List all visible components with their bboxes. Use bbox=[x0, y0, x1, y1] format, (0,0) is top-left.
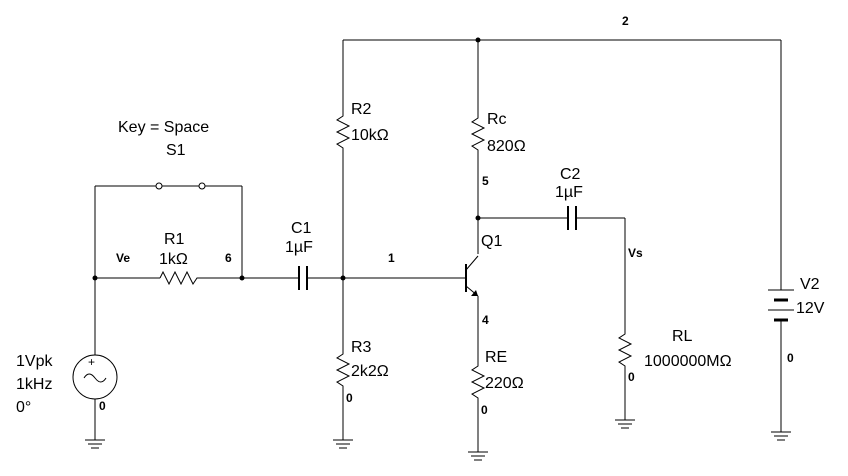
q1-ref-label: Q1 bbox=[481, 233, 502, 250]
capacitor-c1-symbol bbox=[298, 266, 308, 290]
r3-ref-label: R3 bbox=[351, 339, 372, 356]
rl-value-label: 1000000MΩ bbox=[644, 353, 732, 370]
switch-s1 bbox=[94, 182, 243, 278]
battery-v2-symbol bbox=[768, 289, 794, 432]
r1-ref-label: R1 bbox=[164, 231, 185, 248]
ground-symbol bbox=[468, 451, 488, 461]
node-label-0-re: 0 bbox=[481, 403, 488, 417]
node-label-0-source: 0 bbox=[99, 399, 106, 413]
node-label-0-v2: 0 bbox=[787, 351, 794, 365]
source-amplitude-label: 1Vpk bbox=[16, 353, 53, 370]
svg-text:+: + bbox=[88, 355, 95, 369]
node-label-0-r3: 0 bbox=[346, 391, 353, 405]
node-label-0-rl: 0 bbox=[628, 370, 635, 384]
source-frequency-label: 1kHz bbox=[16, 376, 52, 393]
ground-symbol bbox=[771, 431, 791, 441]
re-ref-label: RE bbox=[485, 349, 507, 366]
switch-key-label: Key = Space bbox=[118, 119, 209, 136]
wire-output-line bbox=[478, 217, 626, 332]
switch-ref-label: S1 bbox=[166, 142, 186, 159]
ground-symbol bbox=[615, 419, 635, 429]
ground-symbol bbox=[333, 439, 353, 449]
rc-ref-label: Rc bbox=[487, 111, 507, 128]
rc-value-label: 820Ω bbox=[487, 138, 526, 155]
c1-ref-label: C1 bbox=[291, 220, 312, 237]
re-value-label: 220Ω bbox=[485, 375, 524, 392]
r2-value-label: 10kΩ bbox=[351, 127, 389, 144]
node-label-vs: Vs bbox=[628, 246, 643, 260]
c1-value-label: 1µF bbox=[285, 239, 313, 256]
node-label-5: 5 bbox=[482, 174, 489, 188]
resistor-r2-symbol bbox=[335, 112, 351, 278]
node-label-4: 4 bbox=[482, 313, 489, 327]
v2-value-label: 12V bbox=[796, 300, 825, 317]
wire-top-rail bbox=[342, 39, 782, 290]
node-label-ve: Ve bbox=[116, 251, 130, 265]
r3-value-label: 2k2Ω bbox=[351, 363, 389, 380]
capacitor-c2-symbol bbox=[567, 206, 577, 230]
source-phase-label: 0° bbox=[16, 399, 31, 416]
resistor-r3-symbol bbox=[335, 278, 351, 440]
junction-dot bbox=[239, 275, 245, 281]
node-label-1: 1 bbox=[388, 251, 395, 265]
ground-symbol bbox=[85, 439, 105, 449]
node-label-2: 2 bbox=[622, 14, 629, 28]
transistor-q1-symbol bbox=[465, 255, 479, 297]
junction-dot bbox=[475, 37, 481, 43]
resistor-re-symbol bbox=[470, 296, 486, 452]
c2-value-label: 1µF bbox=[555, 184, 583, 201]
r2-ref-label: R2 bbox=[351, 101, 372, 118]
ac-source-symbol: + bbox=[72, 278, 118, 440]
node-label-6: 6 bbox=[225, 251, 232, 265]
resistor-rl-symbol bbox=[617, 332, 633, 420]
rl-ref-label: RL bbox=[672, 328, 693, 345]
v2-ref-label: V2 bbox=[800, 276, 820, 293]
resistor-r1-symbol bbox=[159, 270, 200, 286]
c2-ref-label: C2 bbox=[560, 166, 581, 183]
resistor-rc-symbol bbox=[470, 114, 486, 254]
r1-value-label: 1kΩ bbox=[159, 251, 188, 268]
